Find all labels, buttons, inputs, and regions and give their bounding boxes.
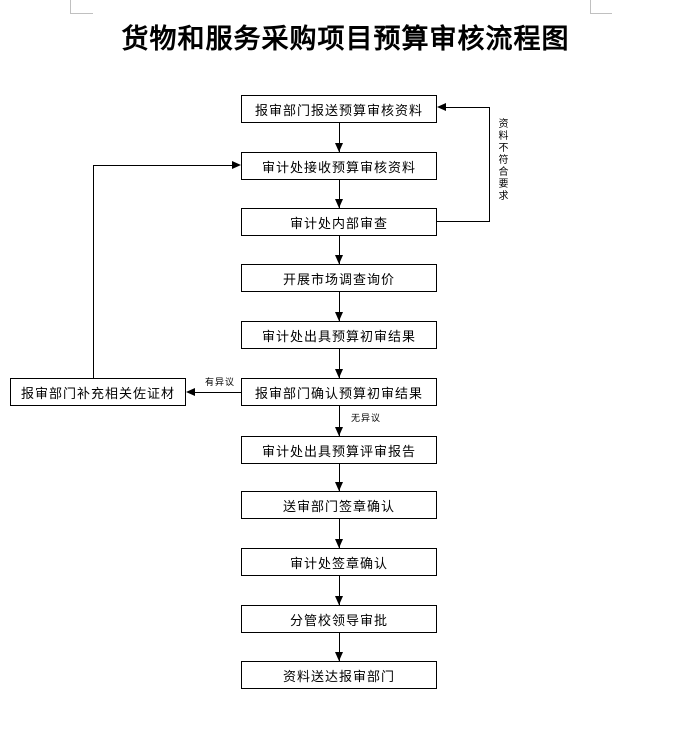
flow-arrow-2-3	[335, 180, 343, 208]
edge-label-no-objection: 无异议	[351, 413, 382, 423]
flow-box-submitting-dept-seal: 送审部门签章确认	[241, 491, 437, 519]
branch-objection-segment	[195, 392, 241, 393]
flow-box-leader-approval: 分管校领导审批	[241, 605, 437, 633]
flow-box-internal-review: 审计处内部审查	[241, 208, 437, 236]
loop-left-top-segment	[93, 165, 232, 166]
loop-left-arrowhead	[232, 161, 241, 169]
loop-right-top-segment	[446, 107, 490, 108]
flow-box-issue-preliminary-result: 审计处出具预算初审结果	[241, 321, 437, 349]
flow-box-market-survey: 开展市场调查询价	[241, 264, 437, 292]
flow-arrow-9-10	[335, 576, 343, 605]
loop-right-bottom-segment	[437, 221, 490, 222]
flow-arrow-1-2	[335, 123, 343, 152]
flow-arrow-10-11	[335, 633, 343, 661]
flow-box-supplement-evidence: 报审部门补充相关佐证材	[10, 378, 186, 406]
flow-arrow-8-9	[335, 519, 343, 548]
page-title: 货物和服务采购项目预算审核流程图	[121, 24, 570, 54]
margin-mark-top-left-vertical	[70, 0, 71, 13]
flow-box-audit-office-seal: 审计处签章确认	[241, 548, 437, 576]
flow-arrow-4-5	[335, 292, 343, 321]
flow-box-submit-materials: 报审部门报送预算审核资料	[241, 95, 437, 123]
margin-mark-top-left-horizontal	[70, 13, 93, 14]
flow-box-confirm-preliminary-result: 报审部门确认预算初审结果	[241, 378, 437, 406]
flow-box-deliver-materials: 资料送达报审部门	[241, 661, 437, 689]
edge-label-not-conforming: 资料不符合要求	[496, 118, 507, 202]
flow-arrow-7-8	[335, 464, 343, 491]
flow-arrow-5-6	[335, 349, 343, 378]
branch-objection-arrowhead	[186, 388, 195, 396]
flow-arrow-3-4	[335, 236, 343, 264]
margin-mark-top-right-vertical	[590, 0, 591, 13]
flow-box-receive-materials: 审计处接收预算审核资料	[241, 152, 437, 180]
loop-left-vertical-segment	[93, 165, 94, 378]
loop-right-arrowhead	[437, 103, 446, 111]
margin-mark-top-right-horizontal	[590, 13, 612, 14]
edge-label-objection: 有异议	[205, 377, 236, 387]
loop-right-vertical-segment	[489, 107, 490, 222]
flow-arrow-6-7	[335, 406, 343, 436]
flow-box-issue-review-report: 审计处出具预算评审报告	[241, 436, 437, 464]
